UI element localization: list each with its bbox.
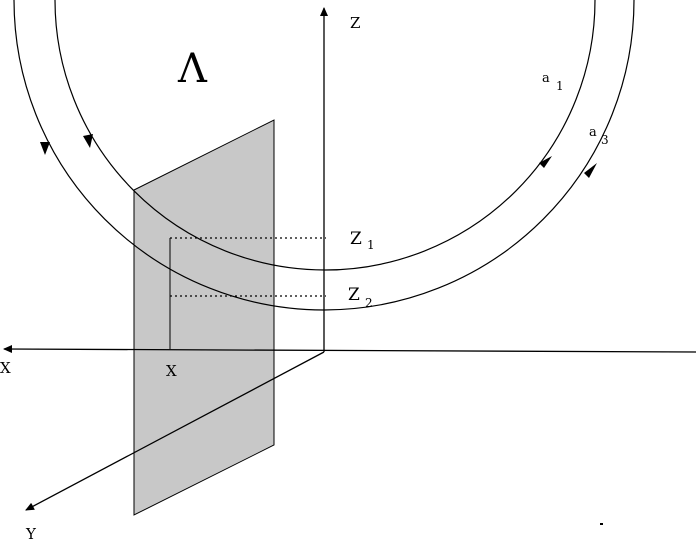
gray-plane <box>133 119 275 516</box>
x-axis <box>3 345 696 354</box>
inner-arc <box>54 0 596 271</box>
z-axis-label: Z <box>350 14 360 32</box>
y-axis <box>25 351 325 511</box>
x-point-label: X <box>166 362 177 380</box>
inner-arc-right-arrow <box>539 156 552 168</box>
y-axis-label: Y <box>25 525 37 539</box>
a1-label: a <box>542 71 550 86</box>
z1-label: Z <box>350 229 362 249</box>
z2-subscript: 2 <box>365 296 373 310</box>
outer-arc-right-arrow <box>584 163 597 178</box>
z2-label: Z <box>348 285 360 305</box>
inner-arc-left-arrow <box>83 134 93 148</box>
lambda-label: Λ <box>177 46 208 92</box>
a3-subscript: 3 <box>601 133 609 147</box>
outer-arc-left-arrow <box>40 142 50 155</box>
a3-label: a <box>589 125 597 140</box>
z1-subscript: 1 <box>367 238 375 252</box>
x-axis-label: X <box>0 359 11 377</box>
a1-subscript: 1 <box>556 79 564 93</box>
stray-dot <box>600 523 603 525</box>
